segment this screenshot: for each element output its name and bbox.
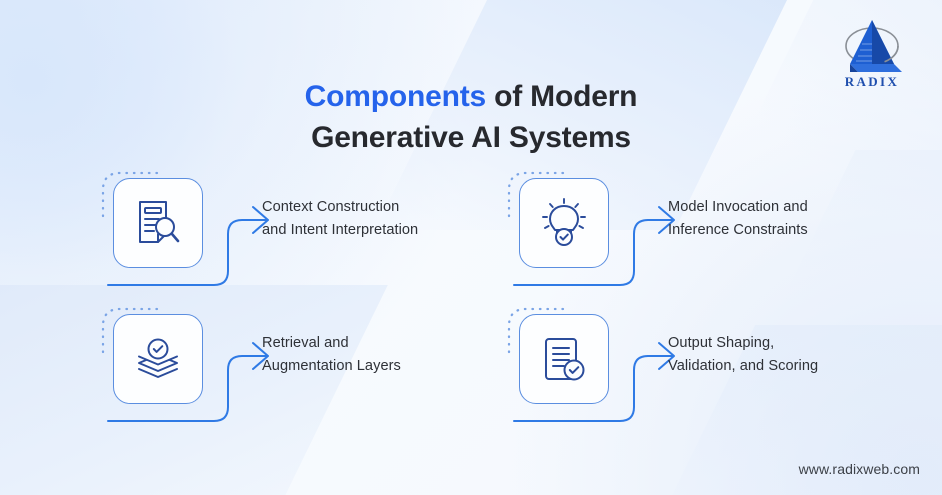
document-check-icon — [545, 338, 585, 381]
page-title-line2: Generative AI Systems — [311, 121, 631, 155]
icon-card-zone — [96, 160, 269, 300]
component-item-2: Retrieval and Augmentation Layers — [96, 296, 516, 436]
website-url[interactable]: www.radixweb.com — [798, 461, 920, 477]
dotted-arc-decoration — [507, 171, 567, 218]
brand-logo: RADIX — [828, 14, 916, 90]
flow-arrow-connector — [107, 342, 269, 422]
component-label-line1: Retrieval and — [262, 335, 349, 351]
icon-card-zone — [96, 296, 269, 436]
flow-arrow-connector — [513, 342, 675, 422]
component-label-1: Model Invocation and Inference Constrain… — [668, 196, 918, 242]
component-item-0: Context Construction and Intent Interpre… — [96, 160, 516, 300]
layers-check-icon — [138, 338, 178, 378]
flow-arrow-connector — [107, 206, 269, 286]
page-title-rest: of Modern — [486, 80, 638, 114]
component-label-line2: Inference Constraints — [668, 222, 808, 238]
component-item-1: Model Invocation and Inference Constrain… — [502, 160, 922, 300]
component-label-0: Context Construction and Intent Interpre… — [262, 196, 512, 242]
dotted-arc-decoration — [507, 307, 567, 354]
component-label-line1: Output Shaping, — [668, 335, 775, 351]
dotted-arc-decoration — [101, 307, 161, 354]
icon-card-document-check[interactable] — [519, 314, 609, 404]
icon-card-layers-check[interactable] — [113, 314, 203, 404]
icon-card-lightbulb-check[interactable] — [519, 178, 609, 268]
icon-card-zone — [502, 296, 675, 436]
icon-card-document-search[interactable] — [113, 178, 203, 268]
dotted-arc-decoration — [101, 171, 161, 218]
lightbulb-check-icon — [542, 198, 586, 246]
icon-card-zone — [502, 160, 675, 300]
flow-arrow-connector — [513, 206, 675, 286]
component-label-line1: Model Invocation and — [668, 199, 808, 215]
component-item-3: Output Shaping, Validation, and Scoring — [502, 296, 922, 436]
component-label-2: Retrieval and Augmentation Layers — [262, 332, 512, 378]
document-search-icon — [139, 201, 180, 243]
component-label-line2: Validation, and Scoring — [668, 358, 819, 374]
page-title: Components of Modern Generative AI Syste… — [0, 76, 942, 158]
page-title-accent: Components — [304, 80, 487, 114]
brand-name: RADIX — [845, 74, 900, 89]
pyramid-ring-icon: RADIX — [845, 20, 902, 89]
component-label-3: Output Shaping, Validation, and Scoring — [668, 332, 918, 378]
component-label-line2: and Intent Interpretation — [262, 222, 419, 238]
component-label-line2: Augmentation Layers — [262, 358, 401, 374]
component-label-line1: Context Construction — [262, 199, 400, 215]
